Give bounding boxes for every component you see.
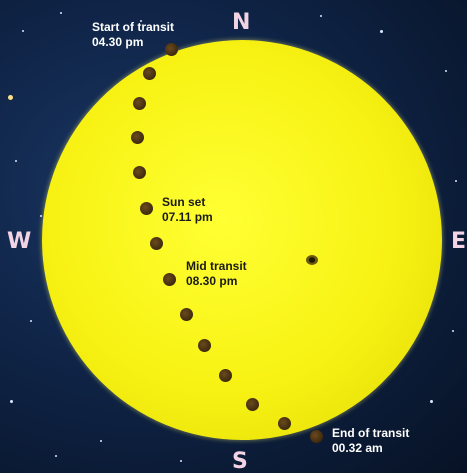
end-of-transit-title: End of transit: [332, 426, 410, 440]
sunspot-icon: [306, 255, 318, 265]
mid-transit-label: Mid transit 08.30 pm: [186, 259, 247, 289]
sunset-time: 07.11 pm: [162, 210, 213, 224]
transit-position-marker: [140, 202, 153, 215]
transit-position-marker: [133, 97, 146, 110]
sunset-title: Sun set: [162, 195, 206, 209]
transit-position-marker: [246, 398, 259, 411]
mid-transit-title: Mid transit: [186, 259, 247, 273]
star: [30, 320, 32, 322]
compass-south: S: [232, 449, 248, 473]
star: [380, 30, 383, 33]
transit-position-marker: [219, 369, 232, 382]
star: [8, 95, 13, 100]
star: [55, 455, 57, 457]
transit-position-marker: [165, 43, 178, 56]
star: [180, 460, 182, 462]
compass-north: N: [232, 10, 251, 35]
transit-position-marker: [131, 131, 144, 144]
star: [15, 160, 17, 162]
star: [445, 70, 447, 72]
transit-position-marker: [150, 237, 163, 250]
star: [430, 400, 433, 403]
transit-position-marker: [143, 67, 156, 80]
compass-east: E: [451, 229, 467, 254]
star: [140, 20, 142, 22]
star: [22, 30, 24, 32]
sun-disc: [42, 40, 442, 440]
star: [452, 330, 454, 332]
compass-west: W: [7, 229, 32, 254]
transit-position-marker: [163, 273, 176, 286]
start-of-transit-title: Start of transit: [92, 20, 175, 34]
start-of-transit-label: Start of transit 04.30 pm: [92, 20, 174, 50]
end-of-transit-time: 00.32 am: [332, 441, 383, 455]
star: [320, 15, 322, 17]
end-of-transit-label: End of transit 00.32 am: [332, 426, 409, 456]
transit-position-marker: [198, 339, 211, 352]
star: [455, 180, 457, 182]
mid-transit-time: 08.30 pm: [186, 274, 238, 288]
star: [40, 215, 42, 217]
transit-position-marker: [310, 430, 323, 443]
star: [100, 440, 102, 442]
transit-position-marker: [278, 417, 291, 430]
transit-position-marker: [133, 166, 146, 179]
start-of-transit-time: 04.30 pm: [92, 35, 144, 49]
sunset-label: Sun set 07.11 pm: [162, 195, 213, 225]
star: [10, 400, 13, 403]
star: [60, 12, 62, 14]
transit-position-marker: [180, 308, 193, 321]
